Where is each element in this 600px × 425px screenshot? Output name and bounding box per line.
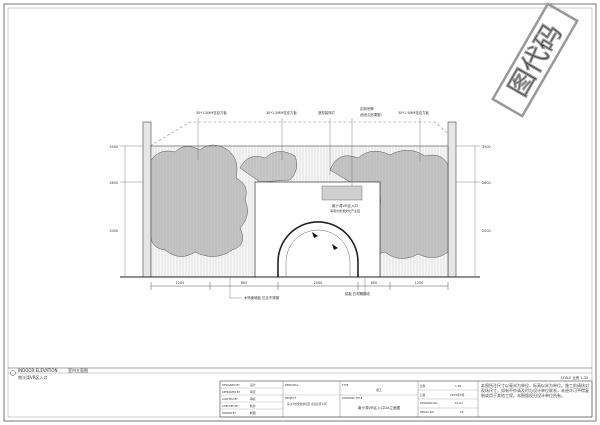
title-block: DESIGNED BY 设计 APPROVED BY 审定 AUDITED BY…	[219, 380, 593, 418]
arch-inner-line	[285, 229, 351, 277]
tb-project-value: 南沙湾文化旅游项目 商业街区 D区	[287, 402, 327, 406]
callout-top-3: 造型装饰灯	[318, 110, 336, 115]
arch-marker-left	[312, 232, 318, 238]
callout-top-1: 30*1.5MM亚克力板	[196, 110, 227, 115]
sign-main-text: 南沙湾VR区入口	[332, 203, 359, 208]
right-level-3: 2000	[482, 229, 491, 233]
bottom-dim-3: 2000	[314, 281, 323, 285]
title-bar-symbol	[10, 370, 16, 376]
tb-title-label: DRAWING TITLE	[342, 396, 363, 400]
tb-label-drawn: DRAWN BY	[222, 411, 236, 415]
tb-value-checked: 校对	[250, 404, 256, 408]
tb-meta-value-4: 22	[460, 410, 464, 414]
bottom-dim-2: 800	[241, 281, 247, 285]
cloud-decoration	[150, 144, 449, 259]
title-code: INDOOR ELEVATION	[18, 368, 58, 373]
tb-value-drawn: 制图	[250, 411, 256, 415]
tb-label-audited: AUDITED BY	[222, 397, 238, 401]
title-block-notes: 本图所注尺寸以毫米为单位，标高以米为单位。施工前请核对现场尺寸，如有不符请及时与…	[481, 383, 589, 398]
tb-meta-value-2: 2015年5月	[450, 393, 465, 397]
drawing-title-bar: INDOOR ELEVATION 室内立面图 南沙湾VR区入口 SCALE 比例…	[8, 367, 592, 380]
tb-type-value: 施工	[376, 388, 382, 392]
left-column	[142, 121, 152, 278]
tb-meta-value-3: EL-01	[455, 401, 463, 405]
bottom-dim-1: 1200	[176, 281, 185, 285]
level-dimensions: 3500 2600 2000 3500 2600 2000	[109, 145, 491, 277]
watermark-stamp: 图代码	[491, 2, 579, 118]
title-scale: SCALE 比例 1:35	[561, 375, 588, 380]
bottom-dim-4: 800	[371, 281, 377, 285]
sign-logo	[321, 185, 363, 201]
cloud-left	[150, 144, 248, 257]
title-block-frame	[219, 380, 593, 418]
tb-meta-label-1: 比例	[420, 384, 426, 388]
left-level-1: 3500	[109, 145, 118, 149]
bottom-dim-5: 1200	[415, 281, 424, 285]
title-name: 室内立面图	[68, 367, 88, 373]
tb-meta-label-4: SERIAL NO	[420, 410, 434, 414]
bottom-dimensions: 1200 800 2000 800 1200 木饰面墙板 拉丝不锈钢 铝板 石材…	[150, 277, 449, 300]
tb-title-value: 南沙湾VR区入口DA立面图	[358, 405, 401, 410]
title-subtitle: 南沙湾VR区入口	[18, 374, 48, 380]
watermark-text: 图代码	[503, 19, 568, 102]
left-level-3: 2000	[109, 229, 118, 233]
watermark-box	[491, 2, 579, 118]
right-level-2: 2600	[482, 181, 491, 185]
tb-project-label: PROJECT	[285, 396, 297, 400]
ceiling-line	[149, 121, 456, 147]
tb-label-designed: DESIGNED BY	[222, 383, 240, 387]
callout-top-5: 30*1.5MM亚克力板	[398, 110, 429, 115]
callout-top-2: 30*1.5MM亚克力板	[266, 110, 297, 115]
cloud-mid-left	[239, 151, 297, 183]
right-level-1: 3500	[482, 145, 491, 149]
left-level-2: 2600	[109, 181, 118, 185]
tb-meta-label-3: DRAWING NO	[420, 401, 437, 405]
tb-value-designed: 设计	[250, 383, 256, 387]
tb-value-audited: 审核	[250, 397, 256, 401]
tb-meta-value-1: 1:40	[455, 384, 462, 388]
top-callouts: 30*1.5MM亚克力板 30*1.5MM亚克力板 造型装饰灯 定制吊牌 (颜色…	[196, 106, 429, 186]
tb-type-label: TYPE	[342, 383, 349, 387]
tb-value-approved: 审定	[250, 390, 256, 394]
right-column	[447, 121, 457, 278]
tb-label-approved: APPROVED BY	[222, 390, 241, 394]
callout-top-sub: (颜色见效果图)	[360, 112, 382, 117]
bottom-callout-1: 木饰面墙板 拉丝不锈钢	[244, 295, 280, 300]
wall-elevation: 南沙湾VR区入口 海南省旅游文化产业园	[120, 121, 480, 278]
arch-doorway	[277, 221, 359, 277]
bottom-callout-2: 铝板 石材踢脚线	[345, 291, 370, 296]
sign-small-text: 海南省旅游文化产业园	[330, 208, 360, 213]
tb-meta-label-2: 日期	[420, 393, 426, 397]
arch-marker-right	[332, 244, 338, 250]
tb-label-checked: CHECKED BY	[222, 404, 239, 408]
sheet-outer-border	[3, 3, 597, 422]
tb-principal: PRINCIPAL	[285, 383, 299, 387]
callout-top-4: 定制吊牌	[360, 106, 374, 111]
